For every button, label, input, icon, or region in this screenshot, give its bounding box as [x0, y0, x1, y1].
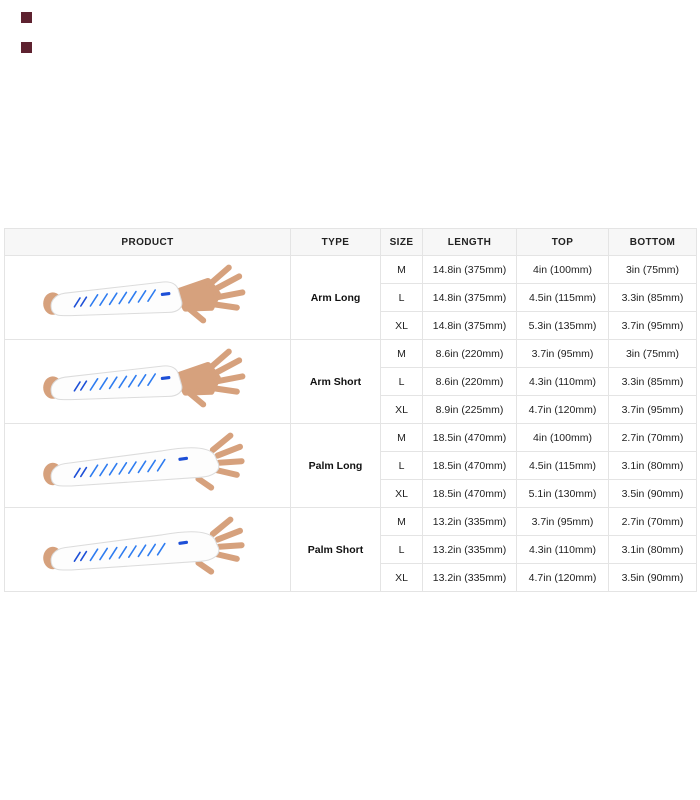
bottom-cell: 2.7in (70mm) — [608, 507, 697, 536]
table-row: L 18.5in (470mm) 4.5in (115mm) 3.1in (80… — [5, 451, 697, 480]
length-cell: 18.5in (470mm) — [422, 451, 517, 480]
corner-marker-bottom — [21, 42, 32, 53]
table-row: XL 13.2in (335mm) 4.7in (120mm) 3.5in (9… — [5, 563, 697, 592]
top-cell: 3.7in (95mm) — [516, 507, 609, 536]
size-cell: L — [380, 451, 423, 480]
header-type: TYPE — [290, 228, 381, 256]
palm-short-sleeve-image — [25, 514, 271, 586]
top-cell: 4.5in (115mm) — [516, 451, 609, 480]
length-cell: 18.5in (470mm) — [422, 479, 517, 508]
palm-long-sleeve-image — [25, 430, 271, 502]
size-chart-table: PRODUCT TYPE SIZE LENGTH TOP BOTTOM Arm … — [4, 228, 697, 592]
length-cell: 14.8in (375mm) — [422, 283, 517, 312]
arm-long-sleeve-image — [25, 262, 271, 334]
top-cell: 4.5in (115mm) — [516, 283, 609, 312]
length-cell: 14.8in (375mm) — [422, 255, 517, 284]
bottom-cell: 3.7in (95mm) — [608, 395, 697, 424]
header-bottom: BOTTOM — [608, 228, 697, 256]
length-cell: 13.2in (335mm) — [422, 535, 517, 564]
table-row: Arm Long M 14.8in (375mm) 4in (100mm) 3i… — [4, 255, 697, 340]
length-cell: 14.8in (375mm) — [422, 311, 517, 340]
size-cell: M — [380, 507, 423, 536]
length-cell: 18.5in (470mm) — [422, 423, 517, 452]
size-cell: L — [380, 535, 423, 564]
type-cell: Arm Short — [290, 339, 381, 424]
bottom-cell: 3.5in (90mm) — [608, 479, 697, 508]
top-cell: 4.7in (120mm) — [516, 395, 609, 424]
type-cell: Palm Short — [290, 507, 381, 592]
table-header-row: PRODUCT TYPE SIZE LENGTH TOP BOTTOM — [4, 228, 697, 256]
size-cell: M — [380, 423, 423, 452]
size-cell: XL — [380, 563, 423, 592]
length-cell: 8.9in (225mm) — [422, 395, 517, 424]
size-cell: L — [380, 367, 423, 396]
bottom-cell: 3.3in (85mm) — [608, 367, 697, 396]
top-cell: 4in (100mm) — [516, 423, 609, 452]
length-cell: 8.6in (220mm) — [422, 367, 517, 396]
bottom-cell: 3.3in (85mm) — [608, 283, 697, 312]
table-row: Palm Long M 18.5in (470mm) 4in (100mm) 2… — [4, 423, 697, 508]
product-image-cell — [4, 255, 291, 340]
top-cell: 4.7in (120mm) — [516, 563, 609, 592]
type-cell: Arm Long — [290, 255, 381, 340]
table-row: Palm Short M 13.2in (335mm) 3.7in (95mm)… — [4, 507, 697, 592]
table-row: XL 14.8in (375mm) 5.3in (135mm) 3.7in (9… — [5, 311, 697, 340]
header-product: PRODUCT — [4, 228, 291, 256]
bottom-cell: 3.5in (90mm) — [608, 563, 697, 592]
table-row: L 8.6in (220mm) 4.3in (110mm) 3.3in (85m… — [5, 367, 697, 396]
bottom-cell: 3.1in (80mm) — [608, 451, 697, 480]
bottom-cell: 2.7in (70mm) — [608, 423, 697, 452]
table-row: XL 18.5in (470mm) 5.1in (130mm) 3.5in (9… — [5, 479, 697, 508]
length-cell: 13.2in (335mm) — [422, 563, 517, 592]
product-image-cell — [4, 507, 291, 592]
table-row: XL 8.9in (225mm) 4.7in (120mm) 3.7in (95… — [5, 395, 697, 424]
top-cell: 4in (100mm) — [516, 255, 609, 284]
table-row: Arm Short M 8.6in (220mm) 3.7in (95mm) 3… — [4, 339, 697, 424]
length-cell: 13.2in (335mm) — [422, 507, 517, 536]
corner-marker-top — [21, 12, 32, 23]
length-cell: 8.6in (220mm) — [422, 339, 517, 368]
top-cell: 4.3in (110mm) — [516, 367, 609, 396]
size-cell: L — [380, 283, 423, 312]
product-image-cell — [4, 339, 291, 424]
top-cell: 3.7in (95mm) — [516, 339, 609, 368]
size-cell: M — [380, 255, 423, 284]
type-cell: Palm Long — [290, 423, 381, 508]
top-cell: 4.3in (110mm) — [516, 535, 609, 564]
product-image-cell — [4, 423, 291, 508]
size-cell: XL — [380, 479, 423, 508]
size-cell: M — [380, 339, 423, 368]
top-cell: 5.3in (135mm) — [516, 311, 609, 340]
bottom-cell: 3.7in (95mm) — [608, 311, 697, 340]
header-top: TOP — [516, 228, 609, 256]
size-cell: XL — [380, 311, 423, 340]
top-cell: 5.1in (130mm) — [516, 479, 609, 508]
header-size: SIZE — [380, 228, 423, 256]
header-length: LENGTH — [422, 228, 517, 256]
bottom-cell: 3.1in (80mm) — [608, 535, 697, 564]
size-cell: XL — [380, 395, 423, 424]
bottom-cell: 3in (75mm) — [608, 339, 697, 368]
arm-short-sleeve-image — [25, 346, 271, 418]
bottom-cell: 3in (75mm) — [608, 255, 697, 284]
